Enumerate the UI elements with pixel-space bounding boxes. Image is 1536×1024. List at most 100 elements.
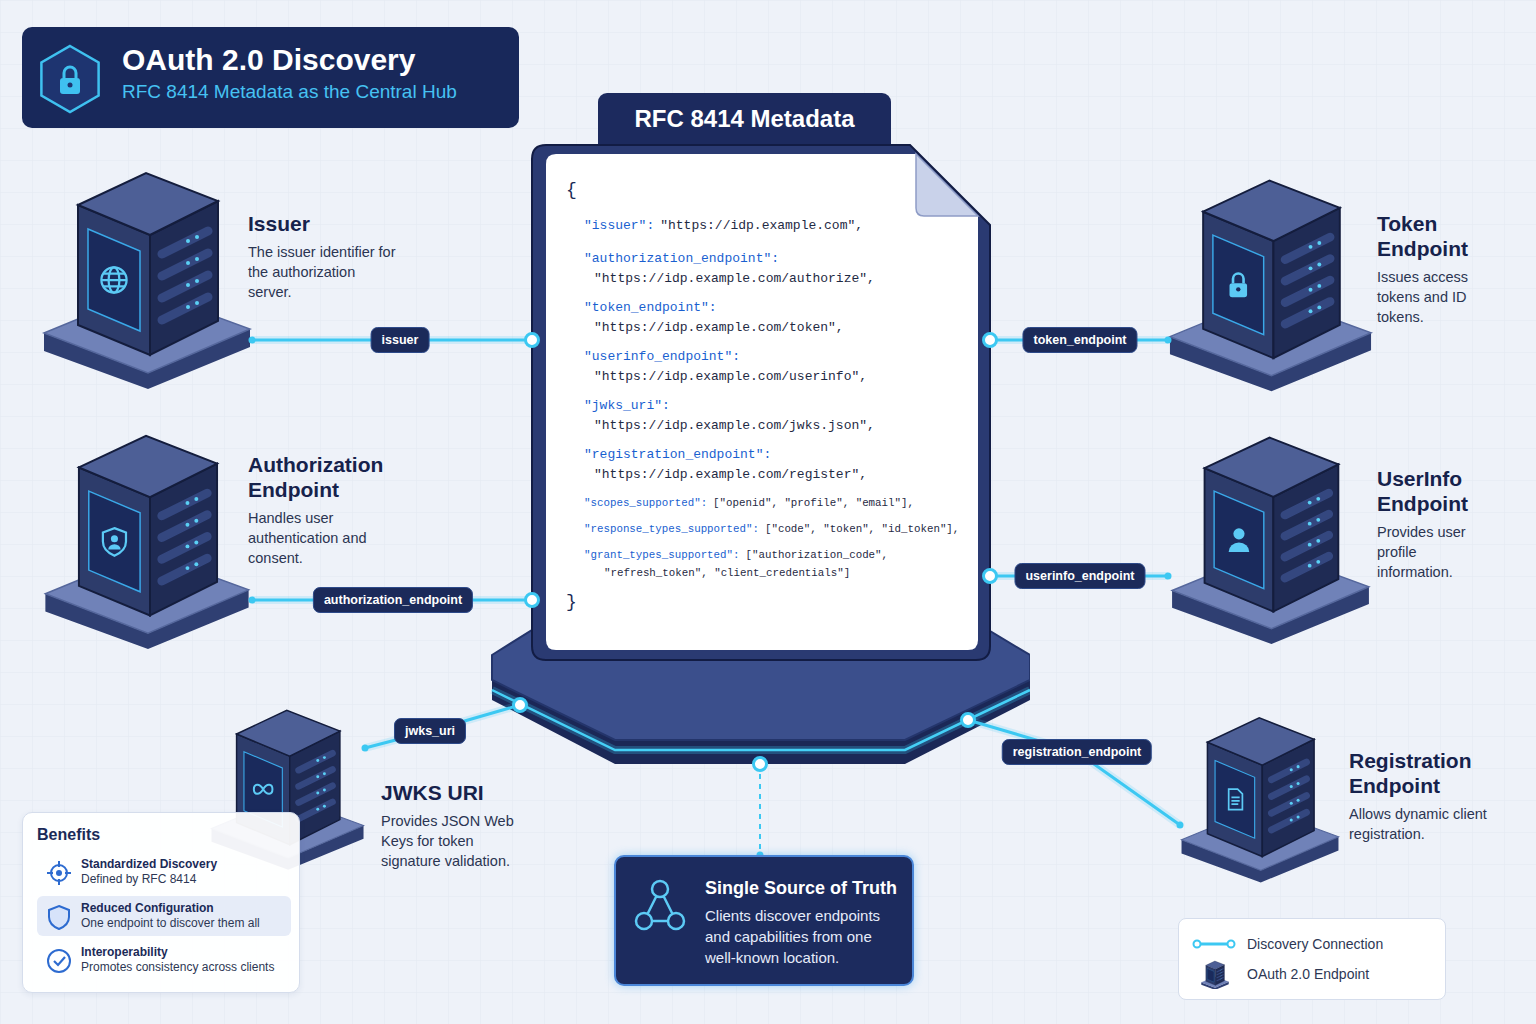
connection-dot bbox=[754, 758, 767, 771]
json-line: } bbox=[566, 590, 970, 614]
json-key: "token_endpoint": bbox=[584, 300, 717, 315]
benefit-icon bbox=[45, 859, 73, 887]
json-line: { bbox=[566, 178, 970, 202]
edge-label: jwks_uri bbox=[394, 718, 466, 744]
panel-heading: Benefits bbox=[37, 825, 291, 844]
json-key: "registration_endpoint": bbox=[584, 447, 771, 462]
connection-dot bbox=[362, 745, 369, 752]
discovery-connection bbox=[759, 764, 761, 855]
legend-panel: Discovery ConnectionOAuth 2.0 Endpoint bbox=[1178, 918, 1446, 1000]
endpoint-text: UserInfo EndpointProvides user profile i… bbox=[1377, 466, 1487, 582]
connection-dot bbox=[984, 334, 997, 347]
endpoint-name: Registration Endpoint bbox=[1349, 748, 1489, 798]
json-key: "authorization_endpoint": bbox=[584, 251, 779, 266]
edge-label-holder: registration_endpoint bbox=[1002, 739, 1152, 765]
json-value: "https://idp.example.com", bbox=[660, 218, 863, 233]
server-node: Authorization EndpointHandles user authe… bbox=[42, 428, 252, 650]
json-value: ["code", "token", "id_token"], bbox=[765, 523, 959, 535]
server-node: Registration EndpointAllows dynamic clie… bbox=[1180, 710, 1340, 885]
endpoint-description: Provides JSON Web Keys for token signatu… bbox=[381, 811, 531, 871]
summary-heading: Single Source of Truth bbox=[705, 877, 902, 899]
connection-dot bbox=[249, 597, 256, 604]
connection-dot bbox=[1177, 822, 1184, 829]
connection-dot bbox=[1165, 573, 1172, 580]
benefit-item: Standardized DiscoveryDefined by RFC 841… bbox=[37, 852, 291, 892]
json-line: "token_endpoint": "https://idp.example.co… bbox=[584, 298, 970, 338]
endpoint-description: Issues access tokens and ID tokens. bbox=[1377, 267, 1487, 327]
benefits-panel: BenefitsStandardized DiscoveryDefined by… bbox=[22, 812, 300, 993]
endpoint-name: JWKS URI bbox=[381, 780, 531, 805]
edge-label-holder: jwks_uri bbox=[394, 718, 466, 744]
edge-label-holder: userinfo_endpoint bbox=[1014, 563, 1145, 589]
benefit-heading: Standardized Discovery bbox=[81, 857, 285, 872]
title-panel bbox=[22, 27, 519, 128]
legend-row: Discovery Connection bbox=[1191, 929, 1433, 959]
json-line: "issuer": "https://idp.example.com", bbox=[584, 216, 970, 236]
summary-description: Clients discover endpoints and capabilit… bbox=[705, 905, 902, 968]
legend-line-sample bbox=[1191, 929, 1247, 959]
connection-dot bbox=[984, 570, 997, 583]
connector-group bbox=[962, 714, 1184, 829]
json-value: "https://idp.example.com/authorize", bbox=[594, 269, 970, 289]
connector-glow bbox=[968, 720, 1180, 825]
json-line: "registration_endpoint": "https://idp.exa… bbox=[584, 445, 970, 485]
connection-dot bbox=[514, 699, 527, 712]
server-illustration bbox=[1168, 430, 1373, 645]
endpoint-name: Issuer bbox=[248, 211, 398, 236]
benefit-heading: Interoperability bbox=[81, 945, 285, 960]
json-line: "scopes_supported":["openid", "profile",… bbox=[584, 494, 970, 512]
json-brace: { bbox=[566, 180, 577, 200]
edge-label: userinfo_endpoint bbox=[1014, 563, 1145, 589]
endpoint-description: Provides user profile information. bbox=[1377, 522, 1487, 582]
diagram-title: OAuth 2.0 Discovery bbox=[122, 42, 457, 78]
json-line: "userinfo_endpoint":"https://idp.example… bbox=[584, 347, 970, 387]
json-value: "https://idp.example.com/token", bbox=[594, 318, 970, 338]
document-title: RFC 8414 Metadata bbox=[634, 105, 854, 133]
server-illustration bbox=[42, 165, 252, 390]
json-key: "jwks_uri": bbox=[584, 398, 670, 413]
endpoint-text: Token EndpointIssues access tokens and I… bbox=[1377, 211, 1487, 327]
discovery-connection bbox=[365, 705, 520, 748]
endpoint-text: IssuerThe issuer identifier for the auth… bbox=[248, 211, 398, 302]
endpoint-description: The issuer identifier for the authorizat… bbox=[248, 242, 398, 302]
legend-row: OAuth 2.0 Endpoint bbox=[1191, 959, 1433, 989]
server-node: UserInfo EndpointProvides user profile i… bbox=[1168, 430, 1373, 645]
edge-label-holder: issuer bbox=[371, 327, 430, 353]
benefit-description: Promotes consistency across clients bbox=[81, 960, 285, 975]
endpoint-name: Authorization Endpoint bbox=[248, 452, 398, 502]
json-line: "response_types_supported":["code", "tok… bbox=[584, 520, 970, 538]
json-key: "issuer": bbox=[584, 218, 654, 233]
endpoint-description: Handles user authentication and consent. bbox=[248, 508, 398, 568]
json-value: ["openid", "profile", "email"], bbox=[713, 497, 914, 509]
json-value: "https://idp.example.com/userinfo", bbox=[594, 367, 970, 387]
connection-dot bbox=[962, 714, 975, 727]
connector-group bbox=[362, 699, 527, 752]
server-node: IssuerThe issuer identifier for the auth… bbox=[42, 165, 252, 390]
json-value: "https://idp.example.com/jwks.json", bbox=[594, 416, 970, 436]
connection-dot bbox=[249, 337, 256, 344]
edge-label-holder: authorization_endpoint bbox=[313, 587, 473, 613]
json-line: "grant_types_supported":["authorization_… bbox=[584, 546, 970, 582]
server-node: Token EndpointIssues access tokens and I… bbox=[1168, 165, 1373, 400]
json-block: { "issuer": "https://idp.example.com", "aut… bbox=[566, 178, 970, 628]
benefit-item: InteroperabilityPromotes consistency acr… bbox=[37, 940, 291, 980]
edge-label: authorization_endpoint bbox=[313, 587, 473, 613]
endpoint-text: Registration EndpointAllows dynamic clie… bbox=[1349, 748, 1489, 844]
endpoint-name: UserInfo Endpoint bbox=[1377, 466, 1487, 516]
json-value: "https://idp.example.com/register", bbox=[594, 465, 970, 485]
title-block: OAuth 2.0 DiscoveryRFC 8414 Metadata as … bbox=[122, 42, 457, 104]
benefit-description: Defined by RFC 8414 bbox=[81, 872, 285, 887]
server-illustration bbox=[1180, 710, 1340, 885]
endpoint-description: Allows dynamic client registration. bbox=[1349, 804, 1489, 844]
legend-server-sample bbox=[1191, 959, 1247, 989]
legend-text: Discovery Connection bbox=[1247, 936, 1383, 952]
server-illustration bbox=[42, 428, 252, 650]
metadata-document: RFC 8414 Metadata { "issuer": "https://idp.… bbox=[490, 92, 1030, 772]
json-line: "jwks_uri": "https://idp.example.com/jwks… bbox=[584, 396, 970, 436]
endpoint-text: Authorization EndpointHandles user authe… bbox=[248, 452, 398, 568]
benefit-icon bbox=[45, 947, 73, 975]
connection-dot bbox=[526, 594, 539, 607]
connector-group bbox=[754, 758, 767, 859]
edge-label: issuer bbox=[371, 327, 430, 353]
